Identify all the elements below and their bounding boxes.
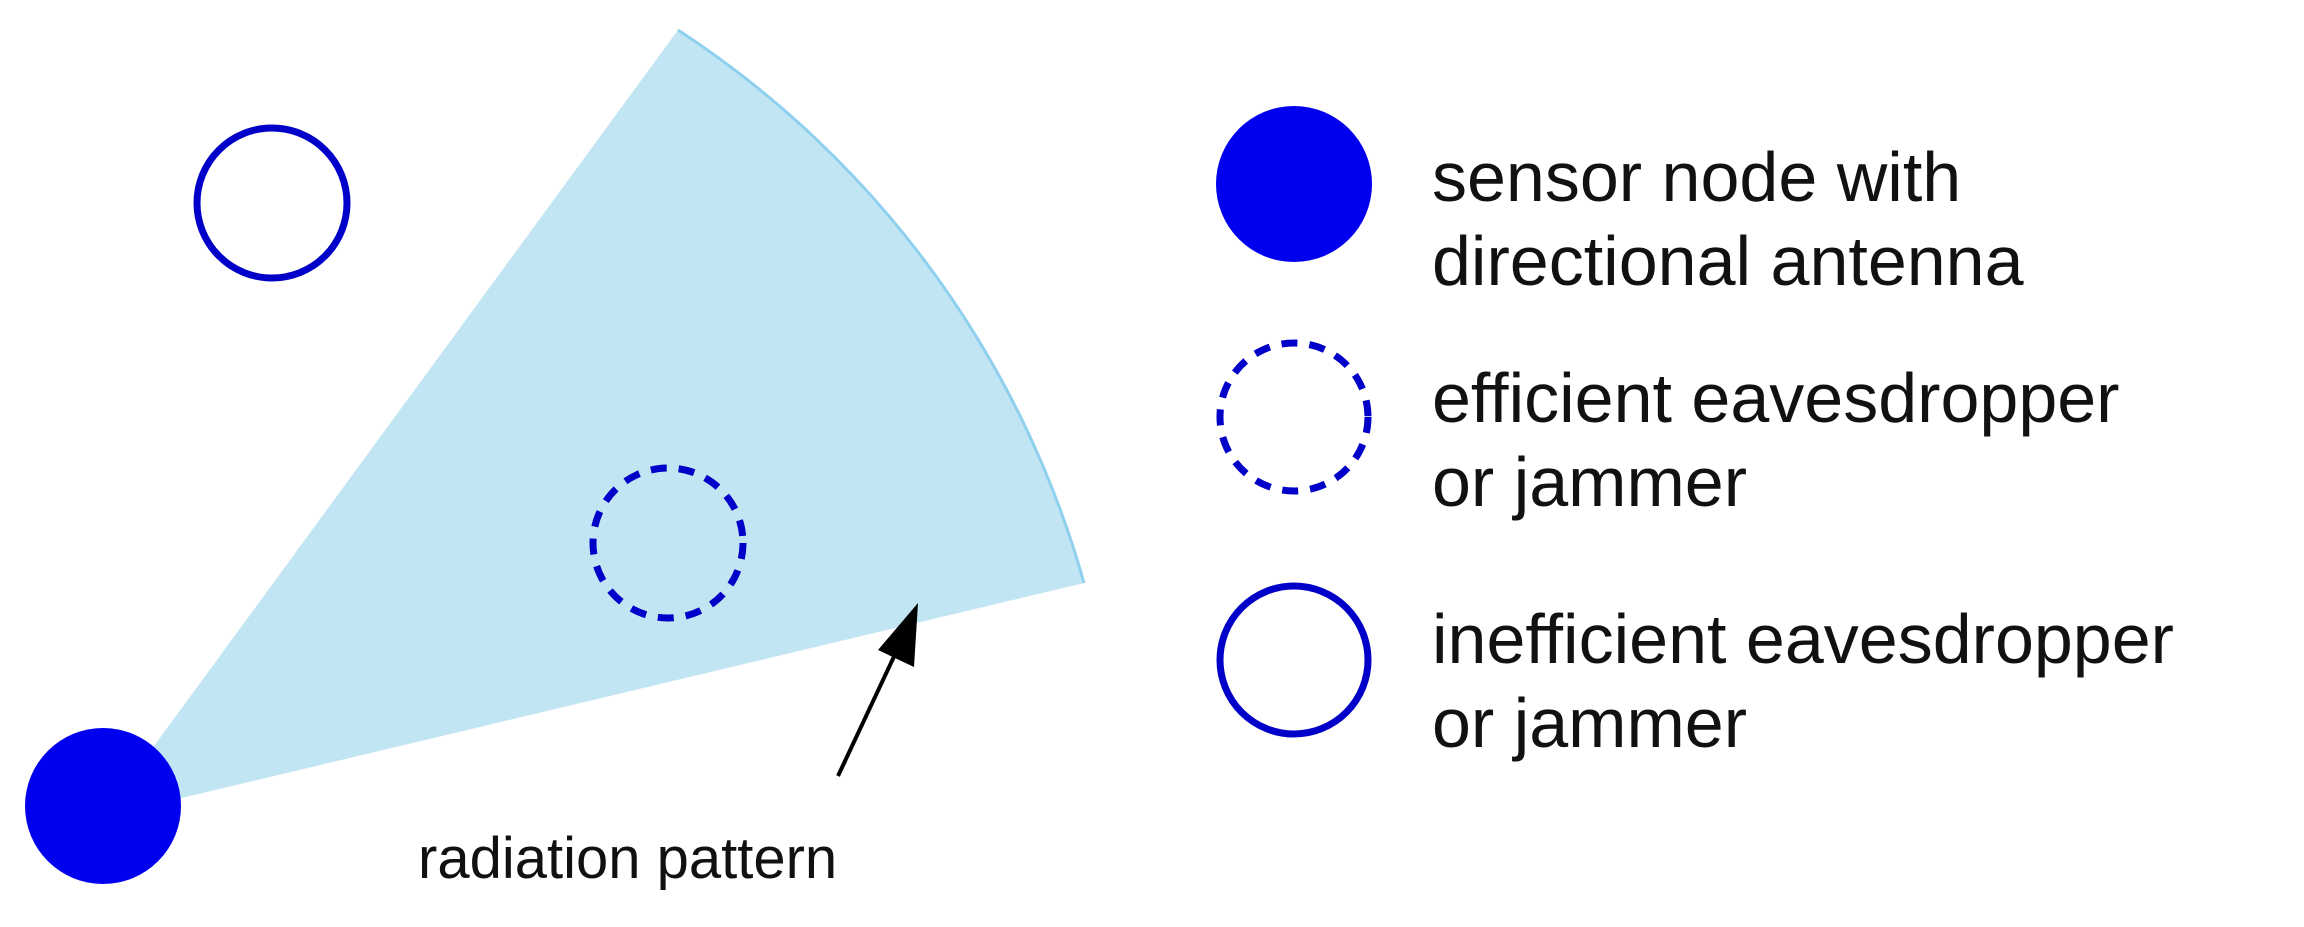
legend-label-efficient-eavesdropper: efficient eavesdropper or jammer [1432, 356, 2120, 524]
legend-label-line: or jammer [1432, 684, 1748, 762]
radiation-pattern-sector [102, 30, 1084, 817]
legend-label-line: sensor node with [1432, 138, 1962, 216]
radiation-pattern-label: radiation pattern [418, 826, 838, 891]
legend-label-line: efficient eavesdropper [1432, 359, 2120, 437]
sensor-node [25, 728, 181, 884]
inefficient-eavesdropper-node [193, 124, 351, 282]
legend-label-line: inefficient eavesdropper [1432, 600, 2174, 678]
legend-label-line: directional antenna [1432, 222, 2024, 300]
efficient-eavesdropper-node [589, 464, 747, 622]
legend-symbol-filled-circle [1216, 106, 1372, 262]
legend-symbol-dashed-circle [1216, 339, 1372, 495]
legend-label-sensor-node: sensor node with directional antenna [1432, 135, 2024, 303]
callout-arrow-head [878, 603, 918, 667]
legend-symbol-open-circle [1216, 582, 1372, 738]
legend-label-line: or jammer [1432, 443, 1748, 521]
radiation-pattern-arc [677, 28, 1086, 584]
legend-label-inefficient-eavesdropper: inefficient eavesdropper or jammer [1432, 597, 2174, 765]
callout-arrow-shaft [836, 647, 900, 777]
